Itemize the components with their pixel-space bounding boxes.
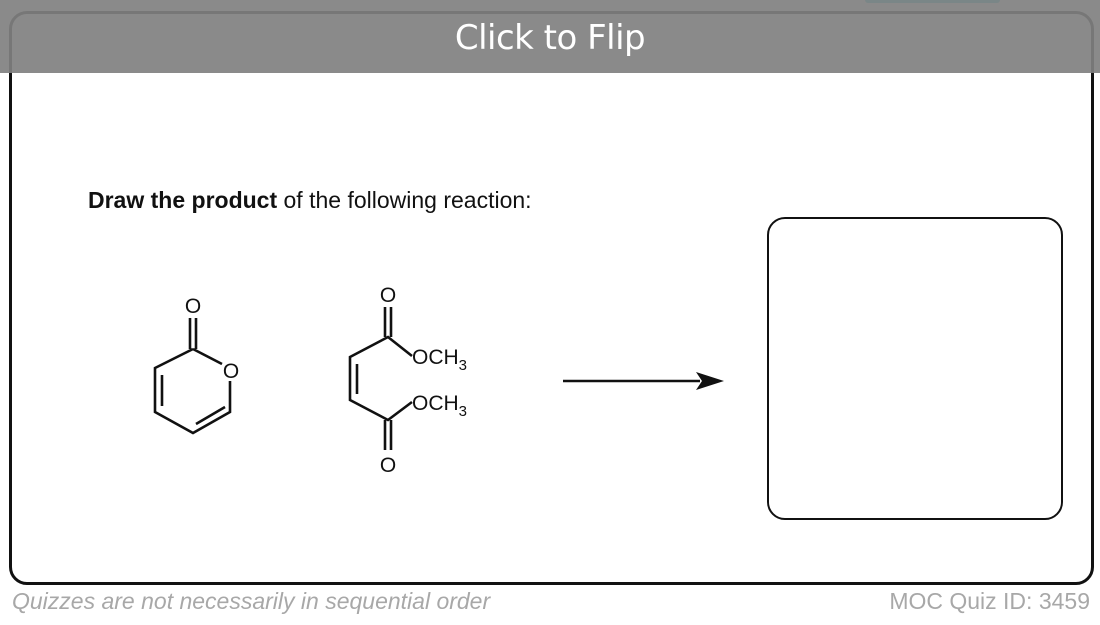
pyranone-molecule: O O bbox=[153, 295, 239, 435]
product-answer-box bbox=[767, 217, 1063, 520]
click-to-flip-button[interactable]: Click to Flip bbox=[0, 0, 1100, 73]
quiz-id: MOC Quiz ID: 3459 bbox=[889, 588, 1090, 614]
question-prompt: Draw the product of the following reacti… bbox=[88, 187, 532, 214]
pyranone-carbonyl-oxygen: O bbox=[185, 295, 201, 318]
question-bold: Draw the product bbox=[88, 187, 278, 213]
pyranone-ring-oxygen: O bbox=[223, 360, 239, 383]
question-rest: of the following reaction: bbox=[277, 187, 532, 213]
maleate-top-oxygen: O bbox=[380, 284, 396, 307]
maleate-ester-bottom: OCH3 bbox=[412, 392, 467, 420]
sequence-note: Quizzes are not necessarily in sequentia… bbox=[12, 588, 491, 614]
maleate-bottom-oxygen: O bbox=[380, 454, 396, 477]
reaction-arrow bbox=[563, 372, 724, 390]
maleate-ester-top: OCH3 bbox=[412, 346, 467, 374]
dimethyl-maleate-molecule: O O OCH3 OCH3 bbox=[348, 284, 467, 477]
